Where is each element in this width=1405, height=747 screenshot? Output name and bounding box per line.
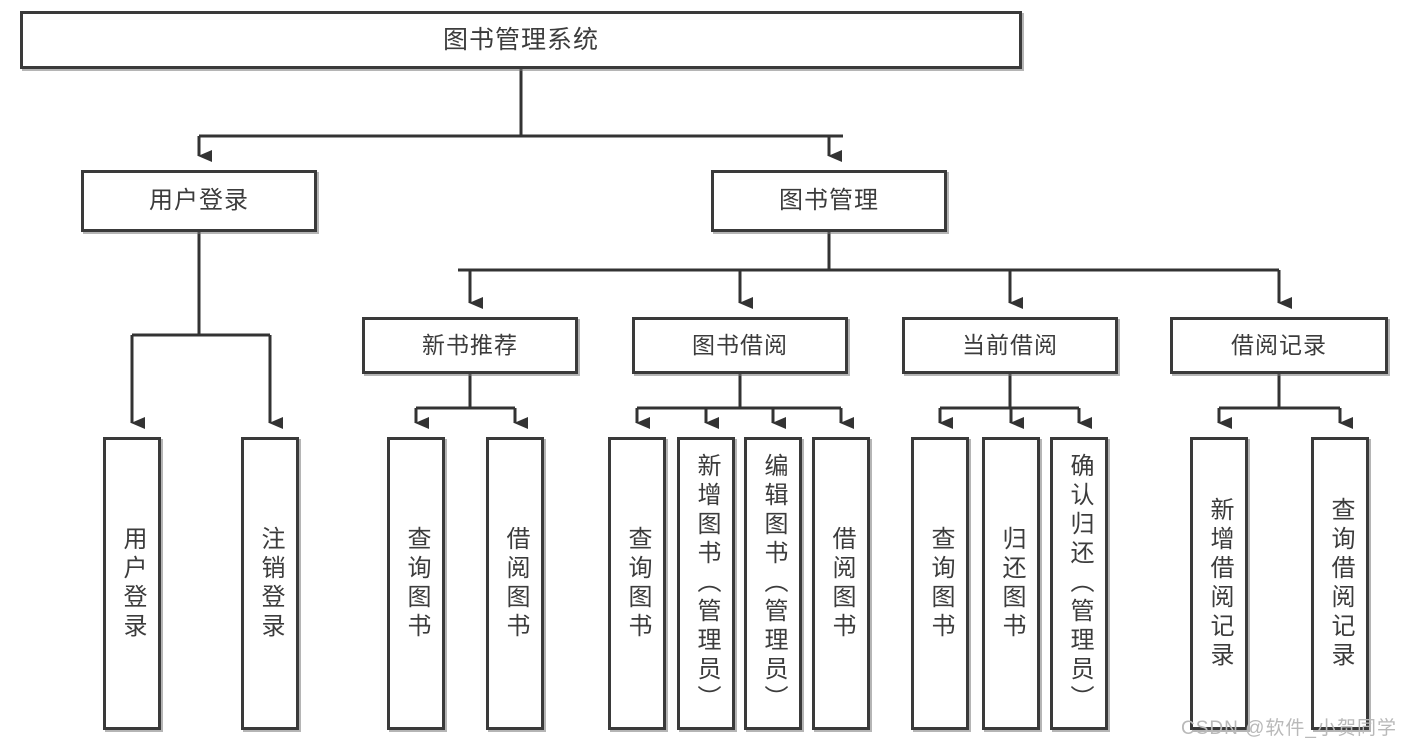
node-leaf-query-book-1[interactable]: 查询图书 <box>387 437 445 730</box>
node-leaf-query-book-1-label: 查询图书 <box>403 525 430 642</box>
node-leaf-add-borrow-record-label: 新增借阅记录 <box>1206 496 1233 671</box>
node-leaf-user-logout-label: 注销登录 <box>257 525 284 642</box>
node-leaf-user-logout[interactable]: 注销登录 <box>241 437 299 730</box>
node-user-login[interactable]: 用户登录 <box>81 170 317 232</box>
node-leaf-return-book-label: 归还图书 <box>998 525 1025 642</box>
node-leaf-user-login-label: 用户登录 <box>119 525 146 642</box>
node-leaf-borrow-book-1[interactable]: 借阅图书 <box>486 437 544 730</box>
node-leaf-borrow-book-2-label: 借阅图书 <box>828 525 855 642</box>
node-leaf-add-book-admin-label: 新增图书（管理员） <box>693 453 720 714</box>
node-leaf-user-login[interactable]: 用户登录 <box>103 437 161 730</box>
node-current-borrow[interactable]: 当前借阅 <box>902 317 1118 374</box>
node-leaf-query-book-2-label: 查询图书 <box>624 525 651 642</box>
node-leaf-query-borrow-record[interactable]: 查询借阅记录 <box>1311 437 1369 730</box>
node-root[interactable]: 图书管理系统 <box>20 11 1022 69</box>
node-leaf-confirm-return-admin[interactable]: 确认归还（管理员） <box>1050 437 1108 730</box>
node-leaf-query-book-3[interactable]: 查询图书 <box>911 437 969 730</box>
node-leaf-borrow-book-2[interactable]: 借阅图书 <box>812 437 870 730</box>
node-borrow-record-label: 借阅记录 <box>1231 332 1327 359</box>
node-new-book-recommend[interactable]: 新书推荐 <box>362 317 578 374</box>
node-leaf-add-book-admin[interactable]: 新增图书（管理员） <box>677 437 735 730</box>
node-leaf-return-book[interactable]: 归还图书 <box>982 437 1040 730</box>
node-leaf-query-book-3-label: 查询图书 <box>927 525 954 642</box>
node-current-borrow-label: 当前借阅 <box>962 332 1058 359</box>
node-leaf-edit-book-admin[interactable]: 编辑图书（管理员） <box>744 437 802 730</box>
node-user-login-label: 用户登录 <box>149 187 249 215</box>
node-leaf-query-borrow-record-label: 查询借阅记录 <box>1327 496 1354 671</box>
node-leaf-edit-book-admin-label: 编辑图书（管理员） <box>760 453 787 714</box>
node-borrow-record[interactable]: 借阅记录 <box>1170 317 1388 374</box>
node-leaf-confirm-return-admin-label: 确认归还（管理员） <box>1066 453 1093 714</box>
node-book-borrow[interactable]: 图书借阅 <box>632 317 848 374</box>
node-root-label: 图书管理系统 <box>442 25 599 54</box>
node-leaf-add-borrow-record[interactable]: 新增借阅记录 <box>1190 437 1248 730</box>
node-leaf-borrow-book-1-label: 借阅图书 <box>502 525 529 642</box>
node-leaf-query-book-2[interactable]: 查询图书 <box>608 437 666 730</box>
node-new-book-recommend-label: 新书推荐 <box>422 332 518 359</box>
node-book-borrow-label: 图书借阅 <box>692 332 788 359</box>
node-book-manage-label: 图书管理 <box>779 187 879 215</box>
node-book-manage[interactable]: 图书管理 <box>711 170 947 232</box>
watermark: CSDN @软件_小贺同学 <box>1181 718 1397 739</box>
